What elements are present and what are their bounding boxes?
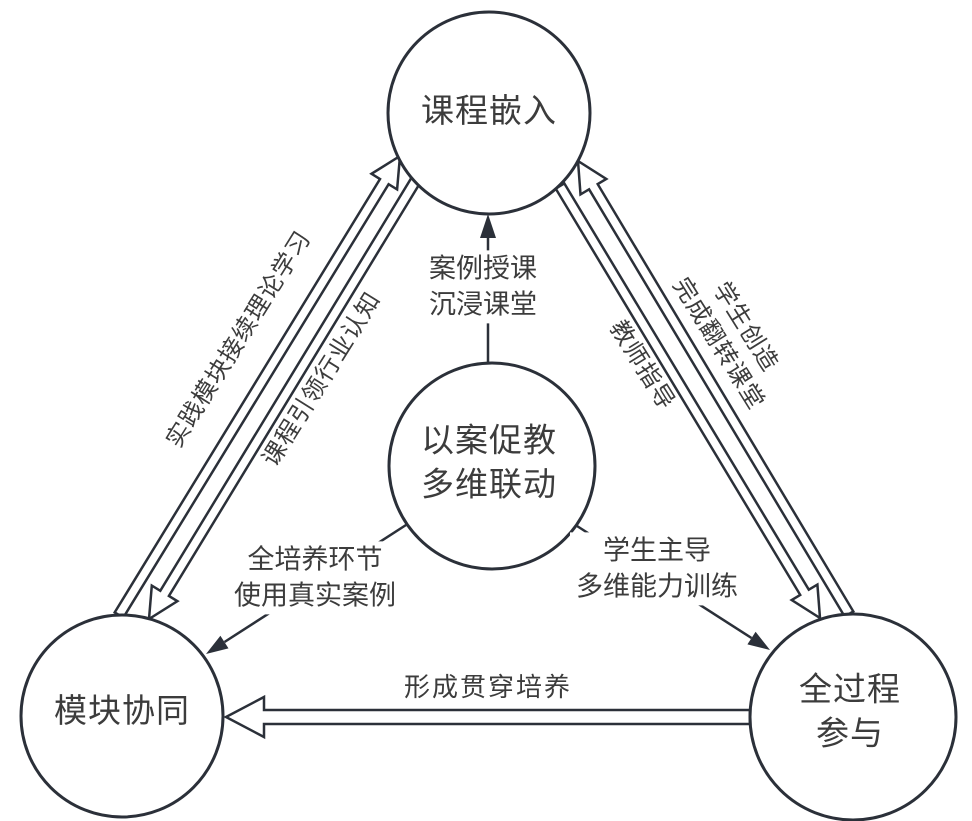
arrow-courseEmbed-to-moduleSynergy — [147, 175, 423, 622]
edge-label-student-led: 学生主导 多维能力训练 — [570, 532, 744, 606]
arrow-center-to-top-head — [480, 214, 496, 238]
node-module-synergy-label: 模块协同 — [54, 694, 190, 731]
arrow-fullProcess-to-moduleSynergy — [223, 694, 752, 740]
node-course-embedding-circle — [386, 10, 592, 216]
node-module-synergy-circle — [19, 613, 225, 819]
arrow-center-to-bottomRight-head — [747, 631, 770, 650]
edge-label-through-training: 形成贯穿培养 — [403, 672, 573, 702]
edge-label-full-cultivation: 全培养环节 使用真实案例 — [228, 541, 402, 615]
arrow-moduleSynergy-to-courseEmbed — [112, 153, 402, 620]
node-center-hub-circle — [387, 361, 597, 571]
node-full-process-label: 全过程 参与 — [799, 672, 901, 752]
node-course-embedding-label: 课程嵌入 — [421, 94, 557, 131]
arrow-fullProcess-to-courseEmbed — [576, 158, 856, 619]
edge-label-case-teaching: 案例授课 沉浸课堂 — [423, 250, 543, 324]
node-center-hub-label: 以案促教 多维联动 — [421, 423, 557, 503]
node-full-process-circle — [748, 612, 958, 821]
arrow-center-to-bottomLeft-head — [206, 635, 229, 654]
arrow-courseEmbed-to-fullProcess — [553, 181, 822, 621]
